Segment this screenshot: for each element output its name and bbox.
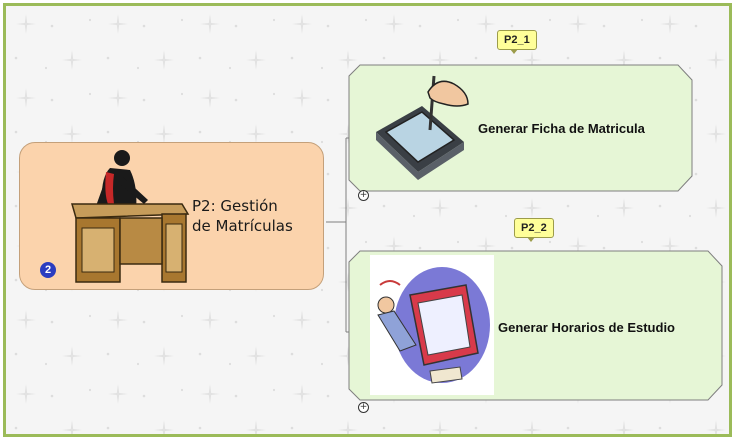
- subtopic-label: Generar Horarios de Estudio: [498, 320, 675, 335]
- subtopic-tag-p2-1: P2_1: [497, 30, 537, 54]
- expand-toggle-icon[interactable]: +: [358, 190, 369, 201]
- central-topic-line2: de Matrículas: [192, 217, 293, 235]
- subtopic-label: Generar Ficha de Matricula: [478, 121, 645, 136]
- subtopic-tag-p2-2: P2_2: [514, 218, 554, 242]
- central-topic-line1: P2: Gestión: [192, 197, 278, 215]
- central-topic-label: P2: Gestión de Matrículas: [192, 196, 302, 236]
- expand-toggle-icon[interactable]: +: [358, 402, 369, 413]
- topic-count-badge: 2: [40, 262, 56, 278]
- schedule-clipart-icon: [370, 255, 494, 395]
- desk-icon: [71, 150, 190, 283]
- connector-lines: [326, 137, 356, 333]
- tablet-stylus-icon: [376, 75, 469, 180]
